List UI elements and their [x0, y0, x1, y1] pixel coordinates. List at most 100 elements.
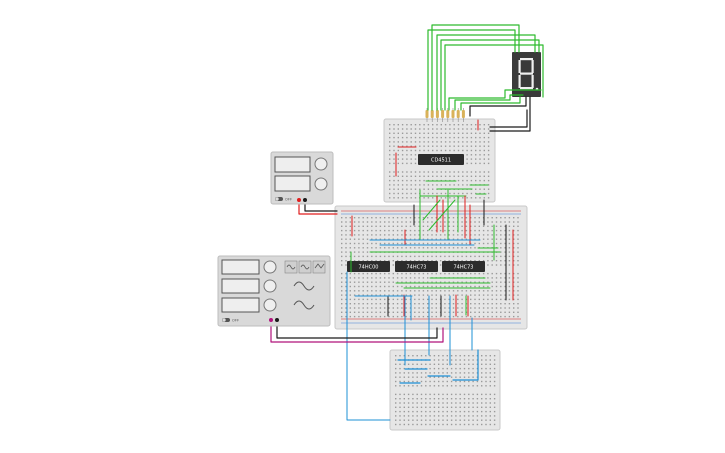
breadboard-hole: [353, 315, 356, 318]
breadboard-hole: [427, 281, 429, 283]
breadboard-hole: [504, 242, 506, 245]
breadboard-hole: [500, 225, 502, 227]
breadboard-hole: [457, 171, 460, 173]
breadboard-hole: [504, 290, 506, 292]
breadboard-hole: [432, 197, 434, 199]
breadboard-hole: [427, 175, 430, 177]
breadboard-hole: [362, 311, 364, 313]
breadboard-hole: [388, 307, 390, 309]
breadboard-hole: [362, 315, 364, 318]
breadboard-hole: [495, 264, 498, 266]
resistor[interactable]: [446, 110, 450, 118]
ground-terminal[interactable]: [275, 318, 279, 322]
breadboard-bottom[interactable]: [389, 349, 501, 431]
breadboard-hole: [470, 179, 473, 182]
breadboard-hole: [468, 367, 470, 370]
resistor[interactable]: [456, 110, 460, 118]
breadboard-hole: [392, 272, 394, 275]
function-generator[interactable]: OFF: [217, 255, 331, 327]
breadboard-hole: [457, 136, 460, 139]
breadboard-hole: [371, 311, 373, 313]
breadboard-hole: [462, 124, 464, 126]
resistor[interactable]: [451, 110, 455, 118]
breadboard-hole: [389, 136, 391, 139]
dial-icon[interactable]: [263, 260, 277, 274]
seven-segment-display-icon[interactable]: [512, 52, 541, 97]
resistor[interactable]: [441, 110, 445, 118]
breadboard-hole: [353, 298, 356, 301]
breadboard-hole: [485, 355, 487, 357]
breadboard-hole: [513, 290, 515, 292]
breadboard-hole: [393, 175, 395, 177]
breadboard-hole: [401, 128, 404, 130]
resistor-icon[interactable]: [425, 108, 465, 122]
resistor[interactable]: [425, 110, 429, 118]
breadboard-hole: [470, 238, 472, 240]
breadboard-hole: [399, 393, 401, 396]
breadboard-hole: [483, 124, 485, 126]
breadboard-hole: [371, 247, 373, 249]
power-switch[interactable]: [275, 197, 283, 201]
breadboard-hole: [475, 154, 477, 156]
dial-icon[interactable]: [314, 177, 328, 191]
breadboard-hole: [439, 290, 442, 292]
breadboard-hole: [448, 234, 450, 236]
positive-terminal[interactable]: [297, 198, 301, 202]
breadboard-hole: [438, 419, 440, 421]
dc-power-supply[interactable]: OFF: [270, 151, 334, 205]
breadboard-hole: [491, 234, 493, 236]
breadboard-hole: [482, 315, 485, 318]
chip-74hc73-right[interactable]: 74HC73: [442, 261, 485, 272]
breadboard-hole: [422, 294, 425, 296]
breadboard-hole: [452, 234, 455, 236]
triangle-wave-icon[interactable]: [312, 260, 326, 274]
breadboard-hole: [341, 272, 343, 275]
breadboard-hole: [462, 128, 464, 130]
chip-74hc73-middle[interactable]: 74HC73: [395, 261, 438, 272]
breadboard-hole: [470, 192, 473, 195]
breadboard-hole: [455, 385, 457, 387]
dial-icon[interactable]: [263, 279, 277, 293]
breadboard-hole: [455, 355, 457, 357]
breadboard-hole: [345, 255, 347, 258]
breadboard-hole: [446, 419, 448, 421]
resistor[interactable]: [461, 110, 465, 118]
breadboard-hole: [493, 410, 496, 413]
breadboard-hole: [517, 272, 519, 275]
breadboard-hole: [371, 242, 373, 245]
breadboard-hole: [446, 359, 448, 361]
breadboard-hole: [371, 294, 373, 296]
breadboard-hole: [436, 171, 438, 173]
breadboard-hole: [375, 242, 377, 245]
breadboard-hole: [513, 294, 515, 296]
breadboard-hole: [353, 255, 356, 258]
breadboard-hole: [353, 272, 356, 275]
breadboard-hole: [459, 423, 461, 426]
breadboard-hole: [495, 285, 498, 288]
breadboard-hole: [435, 242, 437, 245]
breadboard-hole: [452, 311, 455, 313]
breadboard-hole: [362, 217, 364, 219]
resistor[interactable]: [435, 110, 439, 118]
breadboard-hole: [504, 255, 506, 258]
dial-icon[interactable]: [314, 157, 328, 171]
chip-cd4511[interactable]: CD4511: [418, 154, 464, 165]
breadboard-hole: [418, 255, 420, 258]
dial-icon[interactable]: [263, 298, 277, 312]
resistor[interactable]: [430, 110, 434, 118]
holes: [395, 355, 496, 426]
breadboard-hole: [442, 410, 444, 413]
breadboard-hole: [444, 175, 447, 177]
sine-wave-icon[interactable]: [284, 260, 298, 274]
chip-74hc00[interactable]: 74HC00: [347, 261, 390, 272]
breadboard-hole: [446, 376, 448, 378]
breadboard-hole: [474, 281, 476, 283]
square-wave-icon[interactable]: [298, 260, 312, 274]
negative-terminal[interactable]: [303, 198, 307, 202]
power-switch[interactable]: [222, 318, 230, 322]
breadboard-hole: [444, 255, 446, 258]
signal-terminal[interactable]: [269, 318, 273, 322]
breadboard-hole: [450, 406, 453, 408]
breadboard-hole: [489, 402, 491, 404]
